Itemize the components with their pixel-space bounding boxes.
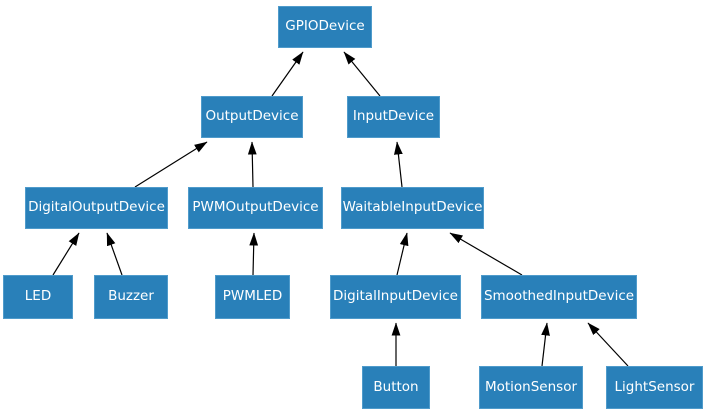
class-node-LightSensor[interactable]: LightSensor (606, 366, 703, 409)
class-node-LED[interactable]: LED (3, 275, 73, 319)
class-node-MotionSensor[interactable]: MotionSensor (479, 366, 583, 409)
class-node-InputDevice[interactable]: InputDevice (347, 96, 440, 138)
class-node-OutputDevice[interactable]: OutputDevice (201, 96, 303, 138)
class-node-Button[interactable]: Button (362, 366, 430, 409)
class-node-PWMOutputDevice[interactable]: PWMOutputDevice (188, 187, 323, 229)
class-node-DigitalOutputDevice[interactable]: DigitalOutputDevice (25, 187, 168, 229)
class-node-GPIODevice[interactable]: GPIODevice (278, 6, 372, 48)
class-node-WaitableInputDevice[interactable]: WaitableInputDevice (341, 187, 484, 229)
class-node-PWMLED[interactable]: PWMLED (215, 275, 290, 319)
class-node-SmoothedInputDevice[interactable]: SmoothedInputDevice (481, 275, 637, 319)
class-node-Buzzer[interactable]: Buzzer (94, 275, 168, 319)
class-node-DigitalInputDevice[interactable]: DigitalInputDevice (330, 275, 461, 319)
